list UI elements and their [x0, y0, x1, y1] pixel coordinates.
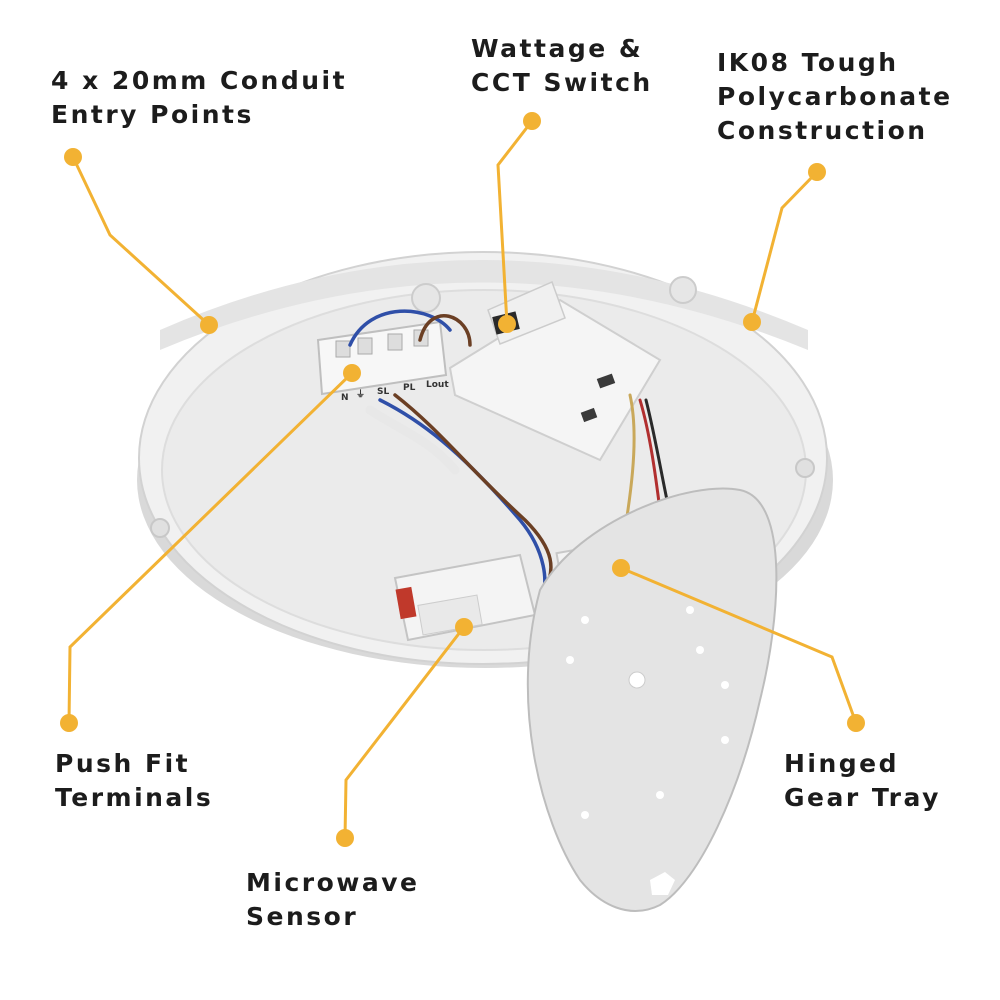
- label-line: CCT Switch: [471, 68, 653, 97]
- label-line: Polycarbonate: [717, 82, 953, 111]
- callout-dots: [60, 112, 865, 847]
- dot-tray-target: [612, 559, 630, 577]
- label-line: Hinged: [784, 749, 900, 778]
- dot-terminals-label: [60, 714, 78, 732]
- dot-tray-label: [847, 714, 865, 732]
- terminal-mark-n: N: [341, 393, 349, 403]
- label-line: Construction: [717, 116, 928, 145]
- label-line: IK08 Tough: [717, 48, 899, 77]
- dot-switch-label: [523, 112, 541, 130]
- dot-switch-target: [498, 315, 516, 333]
- leader-terminals: [67, 371, 354, 724]
- terminal-earth-symbol: ⏚: [356, 389, 365, 400]
- dot-sensor-target: [455, 618, 473, 636]
- label-microwave-sensor: Microwave Sensor: [246, 866, 420, 934]
- label-line: Sensor: [246, 902, 359, 931]
- label-line: Push Fit: [55, 749, 191, 778]
- conduit-entry-points: [150, 276, 815, 538]
- label-line: 4 x 20mm Conduit: [51, 66, 348, 95]
- dot-conduit-target: [200, 316, 218, 334]
- leader-tray: [620, 566, 858, 724]
- label-line: Terminals: [55, 783, 214, 812]
- dot-construction-target: [743, 313, 761, 331]
- dot-construction-label: [808, 163, 826, 181]
- leader-switch: [496, 120, 534, 325]
- leader-conduit: [71, 156, 211, 327]
- dot-conduit-label: [64, 148, 82, 166]
- terminal-mark-sl: SL: [377, 387, 389, 397]
- dot-terminals-target: [343, 364, 361, 382]
- hinged-gear-tray: [526, 487, 778, 912]
- terminal-mark-lout: Lout: [426, 380, 449, 390]
- leader-sensor: [343, 626, 466, 839]
- terminal-markings: N ⏚ SL PL Lout: [341, 380, 449, 403]
- label-line: Microwave: [246, 868, 420, 897]
- dot-sensor-label: [336, 829, 354, 847]
- label-ik08-construction: IK08 Tough Polycarbonate Construction: [717, 46, 953, 148]
- label-line: Entry Points: [51, 100, 254, 129]
- leader-construction: [750, 170, 819, 323]
- label-push-fit-terminals: Push Fit Terminals: [55, 747, 213, 815]
- label-hinged-gear-tray: Hinged Gear Tray: [784, 747, 941, 815]
- label-line: Wattage &: [471, 34, 644, 63]
- label-wattage-cct-switch: Wattage & CCT Switch: [471, 32, 653, 100]
- terminal-mark-pl: PL: [403, 383, 416, 393]
- label-conduit-entry-points: 4 x 20mm Conduit Entry Points: [51, 64, 347, 132]
- label-line: Gear Tray: [784, 783, 941, 812]
- callout-leaders: [67, 120, 858, 839]
